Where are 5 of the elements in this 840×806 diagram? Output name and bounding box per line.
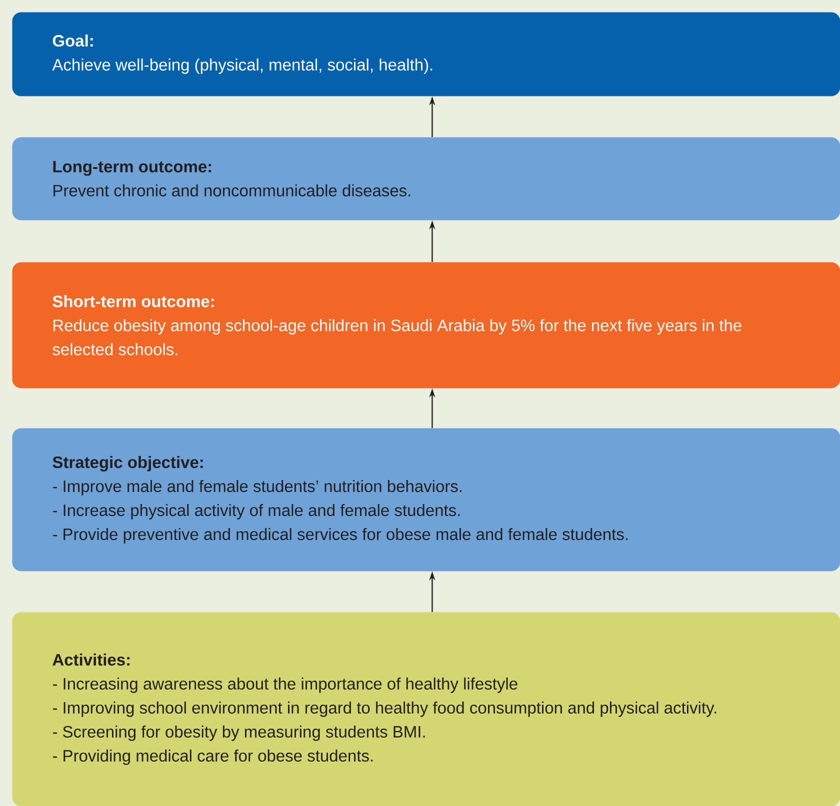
outcome-box: Strategic objective: - Improve male and female students’ nutrition behaviors. - Increase physical activity of male and female students. - Provide preventive and medical services for obese male and female students. (12, 428, 840, 572)
outcome-box: Goal: Achieve well-being (physical, mental, social, health). (12, 12, 840, 96)
outcome-box: Short-term outcome: Reduce obesity among school-age children in Saudi Arabia by 5% for the next five years in the selected schools. (12, 262, 840, 388)
outcome-box: Activities: - Increasing awareness about the importance of healthy lifestyle - Improving school environment in regard to healthy food consumption and physical activity. - Screening for obesity by measuring students BMI. - Providing medical care for obese students. (12, 612, 840, 806)
outcome-box: Long-term outcome: Prevent chronic and noncommunicable diseases. (12, 137, 840, 220)
